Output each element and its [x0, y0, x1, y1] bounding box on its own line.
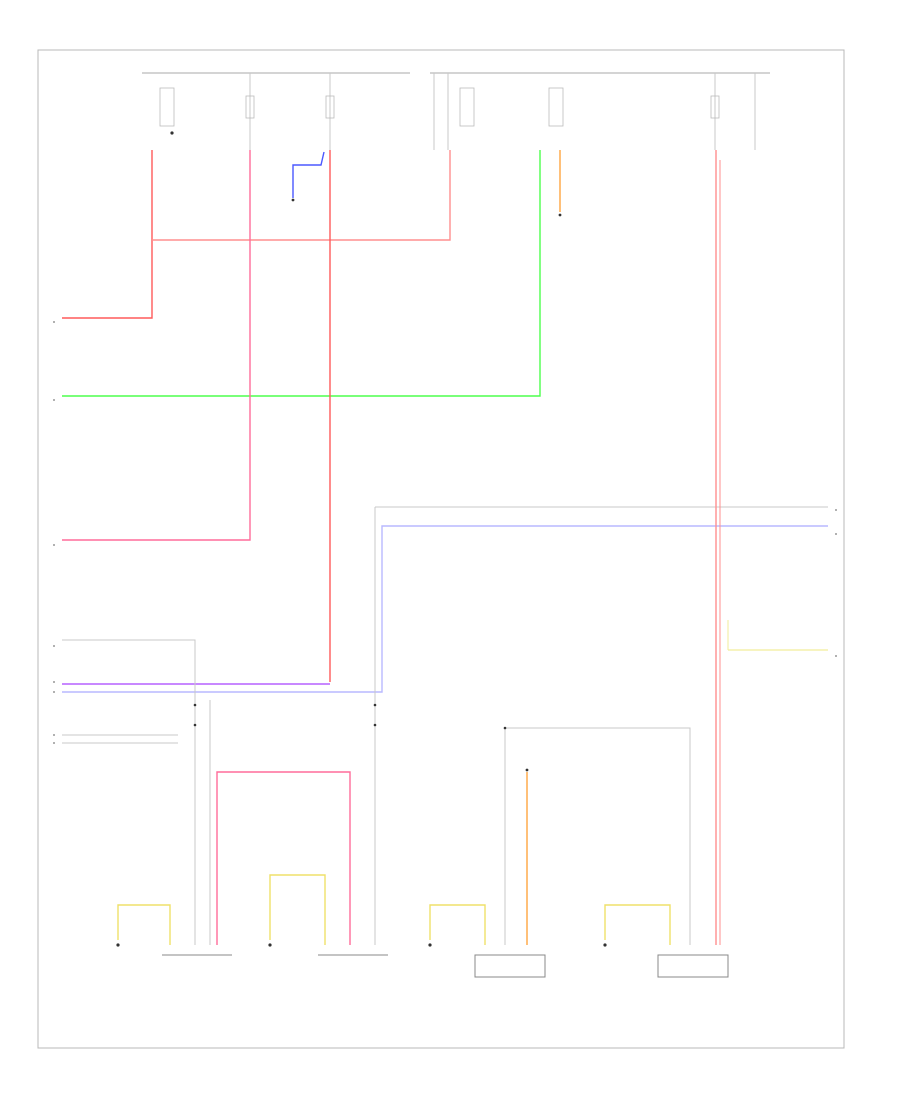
wire-blue-top	[292, 151, 325, 198]
wire-lavender	[62, 525, 828, 693]
module-4	[603, 904, 729, 978]
fuse-2	[325, 95, 335, 119]
diagram-frame	[37, 49, 845, 1049]
relay-3	[548, 87, 564, 127]
module-2	[268, 874, 388, 956]
wire-red-left	[62, 150, 153, 319]
right-connection-markers	[835, 509, 837, 657]
fuse-relay-panel-top	[142, 72, 770, 150]
module-3	[428, 904, 546, 978]
wire-red-module-2	[216, 771, 351, 945]
left-connection-markers	[53, 321, 55, 744]
wire-red-cross	[152, 150, 451, 241]
fuse-1	[245, 95, 255, 119]
relay-1	[159, 87, 175, 135]
module-1	[116, 904, 232, 956]
wire-pink	[62, 150, 251, 541]
splice-points	[193, 703, 507, 730]
fuse-3	[710, 95, 720, 119]
relay-2	[459, 87, 475, 127]
wire-green	[62, 150, 541, 397]
